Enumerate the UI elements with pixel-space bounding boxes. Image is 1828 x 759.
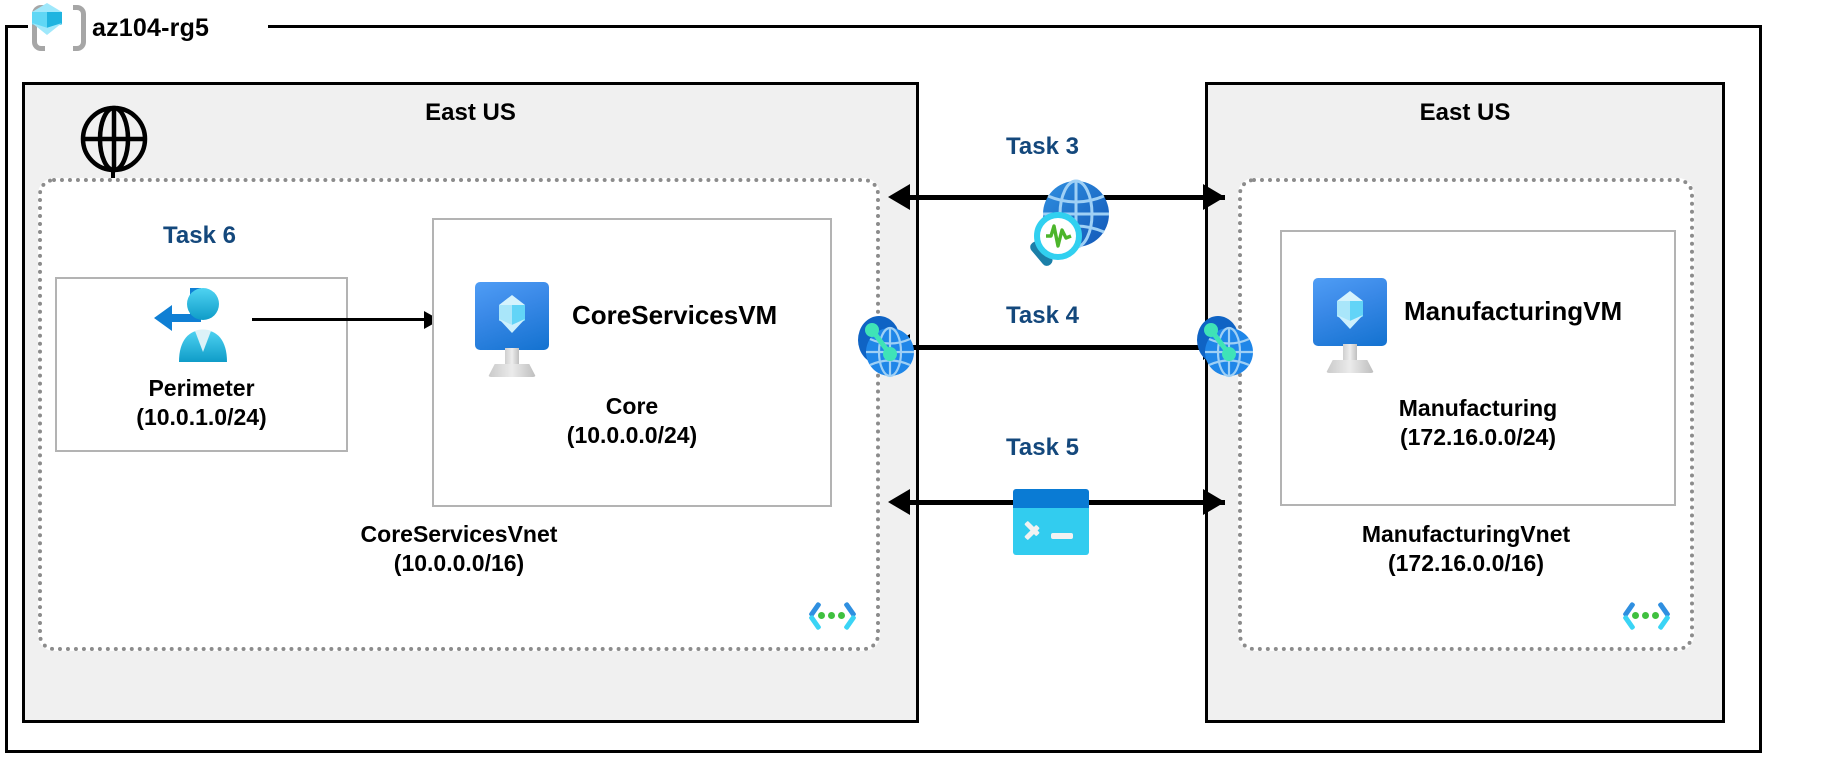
perimeter-to-core-line [252, 318, 427, 321]
region-label-left: East US [425, 99, 516, 126]
vnet-core-services-name: CoreServicesVnet [360, 521, 558, 547]
task-label-5: Task 5 [1006, 434, 1079, 461]
region-label-right: East US [1419, 99, 1511, 126]
task-label-3: Task 3 [1006, 133, 1079, 160]
vnet-core-services-cidr: (10.0.0.0/16) [393, 550, 525, 577]
task5-arrowhead-right [1203, 489, 1225, 515]
task4-connector-line [910, 345, 1225, 350]
vm-name-manufacturing: ManufacturingVM [1404, 296, 1623, 326]
virtual-machine-icon-manufacturing [1313, 278, 1387, 374]
virtual-machine-icon-core [475, 282, 549, 378]
vm-name-core-services: CoreServicesVM [572, 300, 778, 330]
vnet-template-code-icon [1618, 597, 1668, 637]
task5-arrowhead-left [888, 489, 910, 515]
resource-group-title-gap [28, 8, 268, 46]
subnet-core-name: Core [605, 393, 659, 419]
subnet-perimeter-cidr: (10.0.1.0/24) [136, 404, 267, 431]
task3-arrowhead-right [1203, 184, 1225, 210]
task3-arrowhead-left [888, 184, 910, 210]
vnet-template-code-icon [804, 597, 854, 637]
subnet-core-caption: Core (10.0.0.0/24) [434, 392, 830, 451]
resource-group-header: az104-rg5 [32, 3, 210, 53]
internet-globe-icon [80, 105, 148, 173]
task-label-6: Task 6 [163, 222, 236, 249]
vnet-manufacturing-cidr: (172.16.0.0/16) [1387, 550, 1544, 577]
vnet-manufacturing-name: ManufacturingVnet [1361, 521, 1571, 547]
subnet-core-cidr: (10.0.0.0/24) [566, 422, 698, 449]
resource-group-name: az104-rg5 [92, 13, 210, 42]
subnet-manufacturing-caption: Manufacturing (172.16.0.0/24) [1282, 394, 1674, 453]
resource-group-icon [32, 3, 86, 53]
resource-group-boundary [5, 25, 1762, 753]
vnet-peering-icon-left [858, 316, 914, 378]
vnet-peering-icon-right [1197, 316, 1253, 378]
subnet-manufacturing-cidr: (172.16.0.0/24) [1399, 424, 1556, 451]
cloud-shell-icon [1013, 489, 1089, 555]
task-label-4: Task 4 [1006, 302, 1079, 329]
subnet-perimeter-name: Perimeter [148, 375, 255, 401]
subnet-perimeter-caption: Perimeter (10.0.1.0/24) [57, 374, 346, 433]
vnet-core-services-caption: CoreServicesVnet (10.0.0.0/16) [42, 520, 876, 579]
subnet-core: Core (10.0.0.0/24) [432, 218, 832, 507]
subnet-manufacturing-name: Manufacturing [1398, 395, 1558, 421]
vnet-manufacturing-caption: ManufacturingVnet (172.16.0.0/16) [1242, 520, 1690, 579]
network-watcher-icon [1030, 179, 1109, 266]
route-user-icon [154, 288, 227, 362]
